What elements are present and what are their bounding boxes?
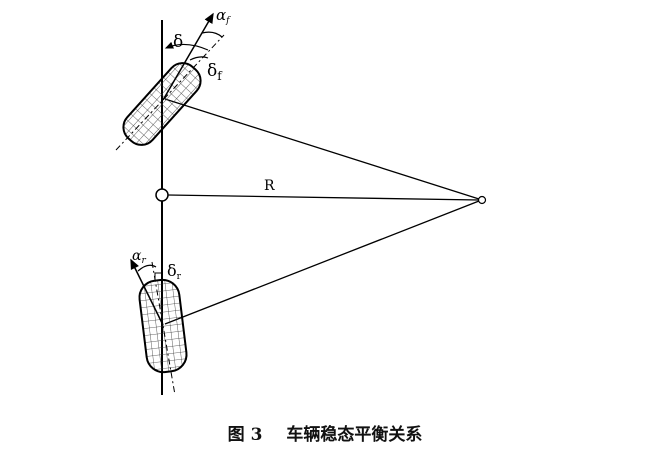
figure-caption: 图 3 车辆稳态平衡关系: [0, 420, 650, 445]
front-velocity-arrow: [162, 12, 214, 101]
delta-label: δ: [173, 32, 183, 52]
alpha-r-arc: [137, 264, 157, 272]
alpha-f-arc: [201, 31, 223, 38]
delta-arc: [164, 41, 209, 51]
center-radius-line: [167, 194, 480, 201]
rear-wheel: [138, 278, 188, 374]
rear-wheel-axis-dashed: [151, 261, 176, 396]
rear-velocity-arrow: [130, 258, 164, 326]
alpha-f-label: αf: [216, 6, 231, 26]
delta-r-arc: [154, 272, 162, 280]
radius-label: R: [264, 178, 275, 194]
front-radius-line: [164, 98, 480, 200]
turning-center-marker: [477, 195, 487, 205]
front-wheel-axis-dashed: [115, 34, 225, 151]
rear-radius-line: [164, 200, 480, 325]
figure-number: 图 3: [227, 425, 263, 445]
center-of-gravity-marker: [155, 188, 169, 202]
delta-f-arc: [189, 56, 209, 61]
vehicle-steady-state-diagram: αf δ δf R αr δr: [115, 6, 487, 396]
delta-f-label: δf: [207, 61, 223, 83]
front-wheel: [122, 62, 202, 146]
delta-r-label: δr: [167, 261, 182, 282]
alpha-r-label: αr: [132, 248, 146, 266]
figure-title: 车辆稳态平衡关系: [286, 425, 423, 445]
